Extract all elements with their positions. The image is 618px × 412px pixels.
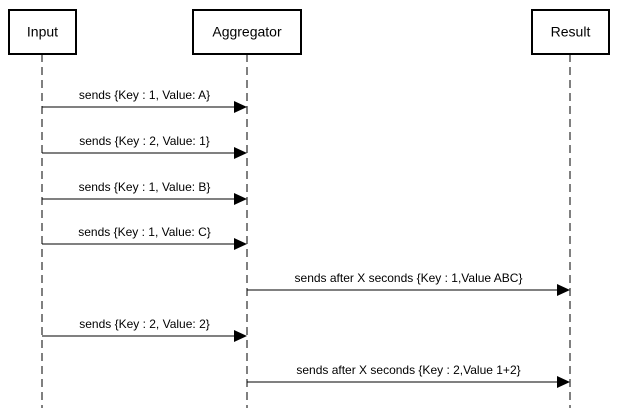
participant-result: Result — [531, 9, 610, 55]
message-label: sends after X seconds {Key : 1,Value ABC… — [295, 271, 523, 285]
message-label: sends after X seconds {Key : 2,Value 1+2… — [296, 363, 520, 377]
participant-label-aggregator: Aggregator — [212, 24, 282, 40]
participant-input: Input — [8, 9, 77, 55]
participant-label-result: Result — [551, 24, 591, 40]
participant-box-aggregator — [192, 9, 302, 55]
participant-box-input — [8, 9, 77, 55]
participant-box-result — [531, 9, 610, 55]
participant-aggregator: Aggregator — [192, 9, 302, 55]
arrowhead-icon — [234, 101, 247, 113]
message-arrow: sends {Key : 1, Value: B} — [42, 180, 247, 205]
arrowhead-icon — [234, 147, 247, 159]
message-label: sends {Key : 2, Value: 1} — [79, 134, 210, 148]
message-arrow: sends {Key : 1, Value: A} — [42, 88, 247, 113]
message-arrow: sends {Key : 2, Value: 2} — [42, 317, 247, 342]
arrowhead-icon — [234, 193, 247, 205]
participant-label-input: Input — [27, 24, 58, 40]
arrowhead-icon — [557, 376, 570, 388]
arrowhead-icon — [557, 284, 570, 296]
arrowhead-icon — [234, 238, 247, 250]
message-label: sends {Key : 1, Value: C} — [78, 225, 211, 239]
message-label: sends {Key : 1, Value: B} — [79, 180, 211, 194]
message-arrow: sends {Key : 1, Value: C} — [42, 225, 247, 250]
message-label: sends {Key : 1, Value: A} — [79, 88, 210, 102]
message-arrow: sends {Key : 2, Value: 1} — [42, 134, 247, 159]
message-label: sends {Key : 2, Value: 2} — [79, 317, 210, 331]
message-arrow: sends after X seconds {Key : 1,Value ABC… — [247, 271, 570, 296]
arrowhead-icon — [234, 330, 247, 342]
message-arrow: sends after X seconds {Key : 2,Value 1+2… — [247, 363, 570, 388]
